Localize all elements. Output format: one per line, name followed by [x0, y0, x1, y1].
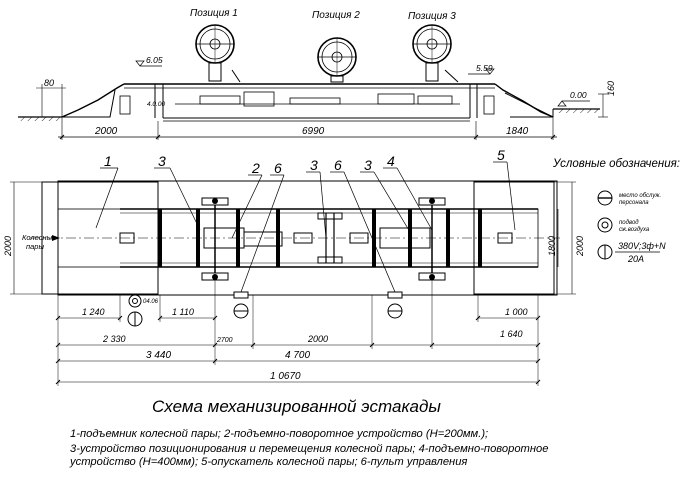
dim-1240: 1 240 — [82, 307, 105, 317]
dim-left-2000: 2000 — [3, 236, 13, 257]
dim-right-2000: 2000 — [575, 236, 585, 257]
legend-item-1-line-2: персонала — [619, 200, 649, 206]
position-1-label: Позиция 1 — [190, 8, 238, 19]
wheelsets-label-2: пары — [26, 242, 44, 251]
operator-place-symbol — [597, 190, 613, 206]
dim-6990: 6990 — [302, 126, 325, 137]
callouts: 1 3 2 6 3 6 3 4 5 — [95, 147, 516, 293]
elevation-view: Позиция 1 Позиция 2 Позиция 3 — [18, 8, 616, 140]
level-ground: 0.00 — [570, 90, 587, 100]
level-left: 6.05 — [146, 55, 163, 65]
axle-pos-1 — [201, 197, 229, 281]
dim-2330: 2 330 — [102, 334, 126, 344]
dim-80: 80 — [44, 78, 54, 88]
dim-10670: 1 0670 — [270, 371, 301, 382]
dim-1840: 1840 — [506, 126, 529, 137]
legend-item-1-line-1: место обслуж. — [619, 193, 661, 199]
callout-3c: 3 — [364, 157, 372, 173]
callout-1: 1 — [104, 153, 112, 169]
callout-4: 4 — [387, 153, 395, 169]
plan-view: 04.06 1 3 2 6 3 6 3 4 — [3, 147, 585, 386]
axle-pos-3 — [418, 197, 446, 281]
dim-2000-plan: 2000 — [307, 334, 328, 344]
diagram-title: Схема механизированной эстакады — [152, 397, 441, 416]
wheelset-1 — [195, 24, 235, 64]
caption-line-3: устройство (H=400мм); 5-опускатель колес… — [70, 456, 468, 468]
legend-item-3-bottom: 20A — [627, 254, 644, 264]
dim-1110: 1 110 — [172, 307, 194, 317]
legend-item-3-top: 380V;3ф+N — [618, 241, 666, 251]
level-right: 5.59 — [476, 63, 493, 73]
wheelset-3 — [412, 24, 452, 64]
position-3-label: Позиция 3 — [408, 11, 456, 22]
callout-3a: 3 — [158, 153, 166, 169]
legend-item-2-line-2: сж.воздуха — [619, 227, 650, 233]
power-supply-symbol — [597, 244, 660, 260]
callout-2: 2 — [251, 160, 260, 176]
callout-6b: 6 — [334, 157, 342, 173]
air-duct-symbol — [597, 217, 613, 233]
legend-item-2-line-1: подвод — [619, 220, 639, 226]
dim-04: 04.06 — [143, 299, 159, 305]
caption-line-2: 3-устройство позиционирования и перемеще… — [70, 443, 549, 455]
position-2-label: Позиция 2 — [312, 10, 360, 21]
callout-5: 5 — [497, 147, 505, 163]
dim-2700: 2700 — [216, 337, 233, 344]
dim-1000: 1 000 — [505, 307, 528, 317]
dim-right-1800: 1800 — [547, 236, 557, 256]
wheelset-2 — [317, 37, 357, 77]
callout-6a: 6 — [274, 160, 282, 176]
legend-title: Условные обозначения: — [553, 158, 680, 170]
wheelsets-label-1: Колесные — [22, 233, 56, 242]
dim-4700: 4 700 — [285, 350, 310, 361]
dim-2000-elev: 2000 — [94, 126, 118, 137]
dim-160: 160 — [606, 81, 616, 96]
pit-level: 4.0.00 — [147, 101, 165, 108]
dim-1640: 1 640 — [500, 329, 523, 339]
callout-3b: 3 — [310, 157, 318, 173]
legend: место обслуж. персонала подвод сж.воздух… — [597, 190, 666, 264]
dim-3440: 3 440 — [146, 350, 171, 361]
caption-line-1: 1-подъемник колесной пары; 2-подъемно-по… — [70, 428, 489, 440]
